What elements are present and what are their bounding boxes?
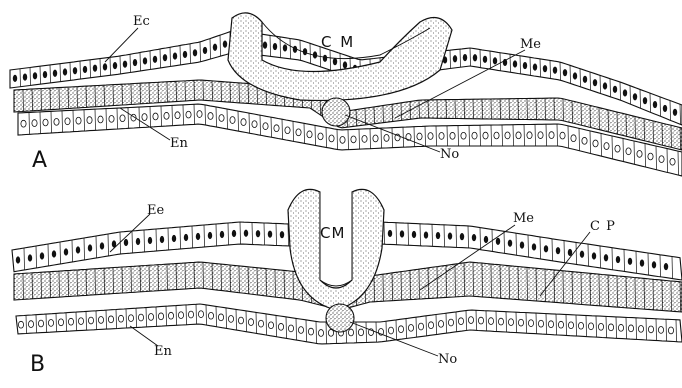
label-b-chorda-plate: C P: [590, 220, 616, 233]
b-en-leader: [130, 326, 158, 346]
panel-b-letter: B: [30, 354, 45, 376]
label-a-ectoderm: Ec: [133, 15, 150, 28]
label-b-notochord: No: [438, 353, 457, 366]
a-notochord: [322, 98, 350, 126]
label-b-mesoderm: Me: [513, 212, 534, 225]
label-a-mesoderm: Me: [520, 38, 541, 51]
label-b-ectoderm: Ee: [147, 204, 164, 217]
label-a-notochord: No: [440, 148, 459, 161]
label-a-endoderm: En: [170, 137, 188, 150]
panel-b-section: [12, 189, 682, 344]
label-b-cerebral-mass: CM: [320, 226, 345, 241]
b-notochord: [326, 304, 354, 332]
panel-a-letter: A: [32, 150, 47, 172]
label-b-endoderm: En: [154, 345, 172, 358]
label-a-cerebral-mass: C M: [321, 35, 355, 50]
